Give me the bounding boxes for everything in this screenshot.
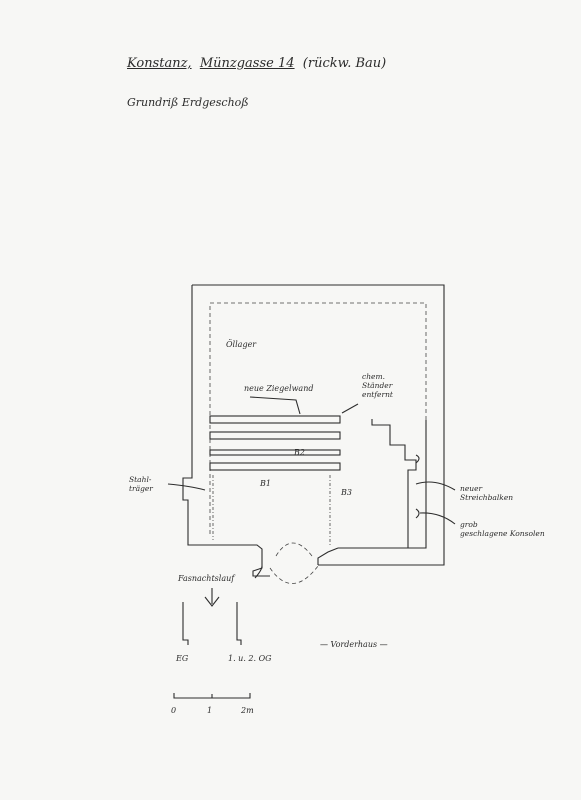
console-upper <box>415 454 420 464</box>
pointer-beam <box>415 481 456 491</box>
label-new-beam: neuer Streichbalken <box>460 484 514 502</box>
stepped-wall <box>371 419 417 548</box>
title-building: (rückw. Bau) <box>302 56 387 71</box>
scale-tick-1: 1 <box>207 706 213 715</box>
beam-b2 <box>209 431 341 440</box>
title-address: Münzgasse 14 <box>199 56 295 71</box>
entrance-arch <box>269 565 319 584</box>
scale-tick-0: 0 <box>171 706 177 715</box>
label-beam-b2: B2 <box>294 448 305 457</box>
title-place: Konstanz, <box>127 56 192 71</box>
pointer-consoles <box>419 512 456 525</box>
label-carnival-run: Fasnachtslauf <box>178 574 235 583</box>
label-beam-b3: B3 <box>341 488 352 497</box>
console-lower <box>415 508 420 519</box>
label-front-house: — Vorderhaus — <box>320 640 388 649</box>
new-brick-wall <box>209 415 341 424</box>
entrance-arch-inner <box>275 542 313 557</box>
eg-detail <box>182 602 189 645</box>
label-post: chem. Ständer entfernt <box>362 372 393 399</box>
pointer-steel <box>167 483 206 491</box>
label-beam-b1: B1 <box>260 479 271 488</box>
entrance-pillar <box>317 547 339 565</box>
right-wall-inner <box>338 420 427 549</box>
exit-arrow <box>204 588 220 607</box>
pointer-post <box>341 403 359 414</box>
label-steel-beam: Stahl- träger <box>129 475 153 493</box>
og-detail <box>236 602 242 645</box>
label-upper-floors: 1. u. 2. OG <box>228 654 272 663</box>
drawing-title: Konstanz, Münzgasse 14 (rückw. Bau) <box>127 56 386 71</box>
outer-wall-top <box>192 284 445 566</box>
label-new-wall: neue Ziegelwand <box>244 384 314 393</box>
scale-tick-2m: 2m <box>241 706 254 715</box>
old-wall-line <box>209 302 427 534</box>
label-consoles: grob geschlagene Konsolen <box>460 520 545 538</box>
pointer-new-wall <box>249 396 301 415</box>
beam-b1 <box>209 462 341 471</box>
drawing-subtitle: Grundriß Erdgeschoß <box>127 96 249 109</box>
label-room: Öllager <box>226 340 257 349</box>
beam-b2-lower <box>209 449 341 456</box>
outer-wall <box>182 285 270 577</box>
label-eg: EG <box>176 654 189 663</box>
pointer-carnival <box>254 565 263 579</box>
